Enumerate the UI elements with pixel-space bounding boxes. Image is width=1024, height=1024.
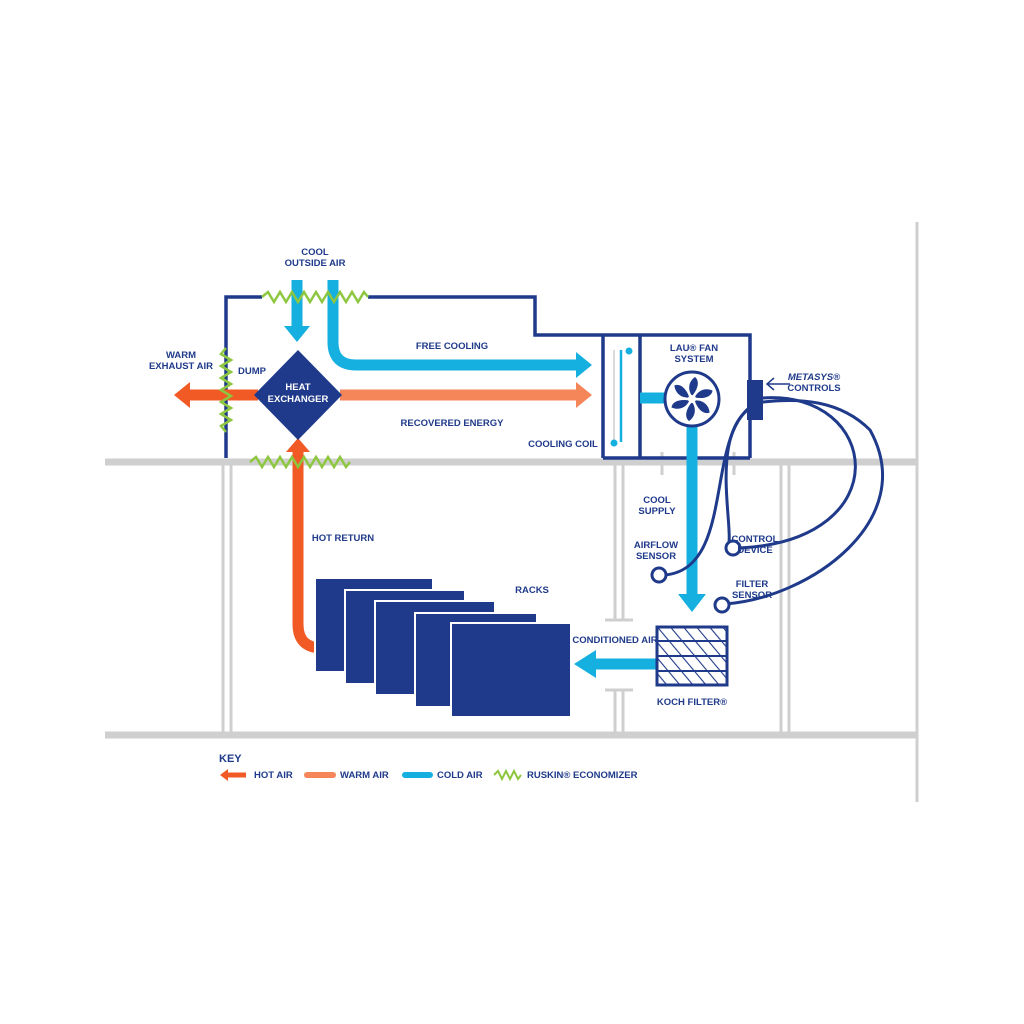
legend-item-warm-air: WARM AIR — [304, 770, 389, 781]
fan-blade — [671, 399, 690, 409]
cool-supply-label-1: COOL — [643, 495, 671, 506]
ruskin-economizers — [218, 289, 369, 470]
metasys-label-1: METASYS® — [788, 372, 840, 383]
legend-label: COLD AIR — [437, 770, 483, 781]
free-cooling-label: FREE COOLING — [416, 341, 488, 352]
lau-fan-label-1: LAU® FAN — [670, 343, 718, 354]
conditioned-air-label: CONDITIONED AIR — [572, 635, 657, 646]
sensors — [650, 539, 742, 614]
building-structure — [105, 222, 919, 802]
rack — [450, 622, 572, 718]
legend-item-hot-air: HOT AIR — [220, 769, 293, 781]
warm-exhaust-air-label-1: WARM — [166, 350, 196, 361]
fan-blade — [689, 377, 698, 396]
air-handler-housing — [224, 295, 763, 460]
economizer-top — [261, 289, 369, 305]
dump-label: DUMP — [238, 366, 267, 377]
zigzag-icon — [493, 768, 522, 782]
fan-blade — [674, 384, 690, 398]
heat-exchanger-label-1: HEAT — [285, 382, 310, 393]
recovered-energy-label: RECOVERED ENERGY — [401, 418, 505, 429]
cool-supply-label-2: SUPPLY — [638, 506, 676, 517]
cooling-coil — [610, 347, 633, 447]
legend: KEY HOT AIR WARM AIR COLD AIR RUSKIN® EC… — [219, 753, 638, 782]
hot-return-label: HOT RETURN — [312, 533, 374, 544]
cool-outside-air-label-2: OUTSIDE AIR — [285, 258, 346, 269]
control-device-label-1: CONTROL — [732, 534, 779, 545]
fan-blade — [686, 402, 695, 421]
filter-sensor-label-1: FILTER — [736, 579, 769, 590]
legend-label: RUSKIN® ECONOMIZER — [527, 770, 638, 781]
filter-sensor-label-2: SENSOR — [732, 590, 772, 601]
control-device-icon — [724, 539, 742, 557]
diagram-labels: COOL OUTSIDE AIR WARM EXHAUST AIR DUMP F… — [149, 247, 841, 708]
legend-title: KEY — [219, 753, 242, 765]
metasys-label-2: CONTROLS — [787, 383, 840, 394]
koch-filter — [655, 625, 729, 687]
warm-air-flow — [340, 382, 592, 408]
fan-icon — [663, 370, 721, 428]
warm-exhaust-air-label-2: EXHAUST AIR — [149, 361, 213, 372]
control-wires — [664, 396, 885, 606]
economizer-dump — [218, 347, 234, 433]
legend-item-ruskin-economizer: RUSKIN® ECONOMIZER — [493, 768, 638, 782]
metasys-pointer-icon — [765, 377, 790, 391]
cold-air-flows — [291, 280, 698, 670]
airflow-sensor-label-2: SENSOR — [636, 551, 676, 562]
airflow-sensor-label-1: AIRFLOW — [634, 540, 678, 551]
legend-label: WARM AIR — [340, 770, 389, 781]
heat-exchanger-label-2: EXCHANGER — [268, 394, 329, 405]
fan-blade — [694, 389, 713, 399]
legend-item-cold-air: COLD AIR — [402, 770, 483, 781]
koch-filter-label: KOCH FILTER® — [657, 697, 727, 708]
cooling-coil-label: COOLING COIL — [528, 439, 598, 450]
lau-fan-label-2: SYSTEM — [674, 354, 713, 365]
economizer-bottom — [249, 454, 351, 470]
server-racks — [314, 577, 572, 718]
heat-exchanger: HEAT EXCHANGER — [254, 350, 342, 440]
cool-outside-air-label-1: COOL — [301, 247, 329, 258]
filter-sensor-icon — [713, 596, 731, 614]
control-device-label-2: DEVICE — [737, 545, 772, 556]
airflow-sensor-icon — [650, 566, 668, 584]
racks-label: RACKS — [515, 585, 549, 596]
legend-label: HOT AIR — [254, 770, 293, 781]
cold-air-arrowheads — [284, 326, 706, 678]
arrow-icon — [220, 769, 228, 781]
fan-blade — [694, 400, 710, 414]
